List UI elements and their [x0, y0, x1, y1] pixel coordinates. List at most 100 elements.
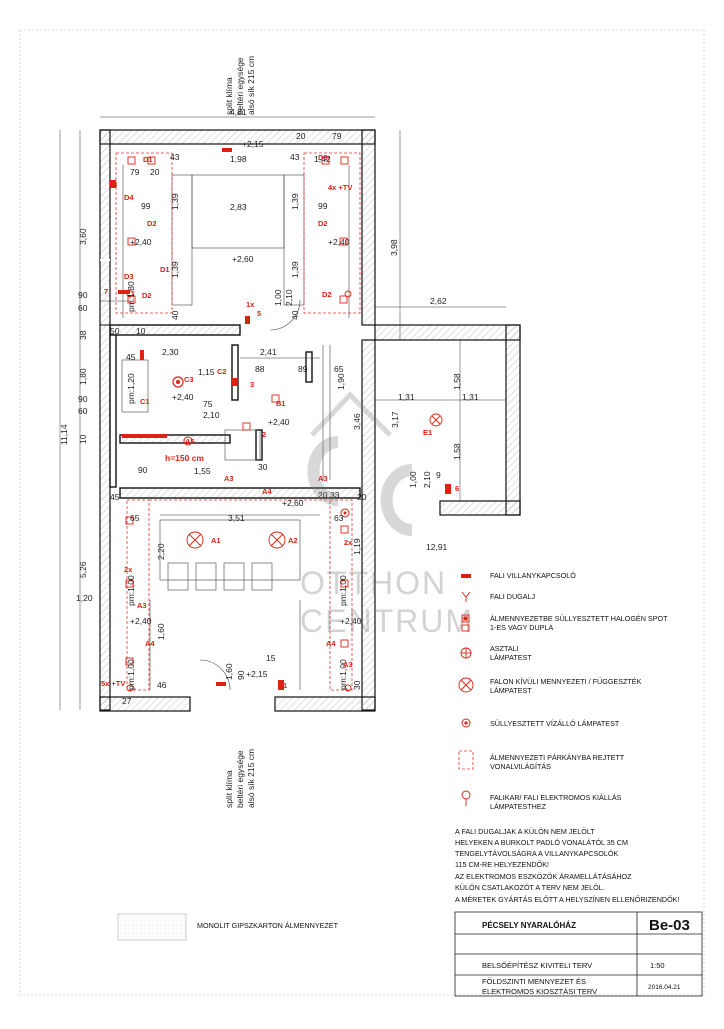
hatch-legend: MONOLIT GIPSZKARTON ÁLMENNYEZET — [117, 913, 339, 941]
svg-text:79: 79 — [130, 167, 140, 177]
svg-text:B1: B1 — [276, 399, 286, 408]
svg-text:split klíma: split klíma — [224, 77, 234, 115]
svg-text:20: 20 — [150, 167, 160, 177]
svg-text:alsó sík 215 cm: alsó sík 215 cm — [246, 749, 256, 808]
svg-text:15: 15 — [266, 653, 276, 663]
svg-text:43: 43 — [170, 152, 180, 162]
general-notes: A FALI DUGALJAK A KÜLÖN NEM JELÖLT HELYE… — [455, 827, 679, 904]
svg-text:beltéri egysége: beltéri egysége — [235, 750, 245, 808]
pendant-lamp-icon — [458, 677, 474, 693]
svg-text:+2,40: +2,40 — [340, 616, 362, 626]
svg-text:20: 20 — [296, 131, 306, 141]
svg-text:99: 99 — [141, 201, 151, 211]
svg-text:1x: 1x — [246, 300, 255, 309]
watermark-logo: OTTHON CENTRUM — [300, 391, 474, 639]
svg-text:C1: C1 — [140, 397, 150, 406]
svg-text:90: 90 — [78, 290, 88, 300]
legend-icons — [458, 574, 474, 806]
svg-text:1,39: 1,39 — [290, 193, 300, 210]
svg-text:A FALI DUGALJAK A KÜLÖN NEM JE: A FALI DUGALJAK A KÜLÖN NEM JELÖLT — [455, 827, 595, 836]
svg-text:D2: D2 — [142, 291, 152, 300]
svg-text:50: 50 — [110, 326, 120, 336]
svg-text:6: 6 — [455, 484, 459, 493]
svg-text:AZ ELEKTROMOS ESZKÖZÖK ÁRAMELL: AZ ELEKTROMOS ESZKÖZÖK ÁRAMELLÁTÁSÁHOZ — [455, 872, 632, 881]
svg-text:D3: D3 — [318, 153, 328, 162]
svg-text:11,14: 11,14 — [59, 424, 69, 445]
svg-text:3,60: 3,60 — [78, 228, 88, 245]
svg-text:h=150 cm: h=150 cm — [165, 453, 204, 463]
svg-text:ELEKTROMOS KIOSZTÁSI TERV: ELEKTROMOS KIOSZTÁSI TERV — [482, 987, 597, 996]
svg-text:A3: A3 — [137, 601, 147, 610]
electrical-symbols — [110, 148, 451, 692]
sheet-border — [19, 29, 705, 996]
ceiling-heights: +2,15 +2,60 +2,40 +2,40 +2,40 +2,40 +2,6… — [130, 139, 362, 679]
ac-unit-top-label: split klíma beltéri egysége alsó sík 215… — [224, 56, 256, 115]
svg-text:1,39: 1,39 — [170, 193, 180, 210]
cove-lights — [115, 152, 361, 691]
svg-text:+2,60: +2,60 — [282, 498, 304, 508]
svg-text:9: 9 — [436, 470, 441, 480]
svg-text:HELYEKEN A BURKOLT PADLÓ VONAL: HELYEKEN A BURKOLT PADLÓ VONALÁTÓL 35 CM — [455, 838, 628, 847]
svg-text:2x: 2x — [124, 565, 133, 574]
svg-text:A4: A4 — [326, 639, 336, 648]
svg-text:2,20: 2,20 — [156, 543, 166, 560]
svg-text:2016.04.21: 2016.04.21 — [648, 984, 681, 991]
svg-text:75: 75 — [203, 399, 213, 409]
svg-text:D2: D2 — [322, 290, 332, 299]
svg-text:C3: C3 — [184, 375, 194, 384]
svg-text:D1: D1 — [143, 155, 153, 164]
svg-text:3: 3 — [250, 380, 254, 389]
svg-text:45: 45 — [126, 352, 136, 362]
svg-text:5: 5 — [257, 309, 261, 318]
waterproof-lamp-icon — [461, 718, 471, 728]
svg-text:99: 99 — [318, 201, 328, 211]
svg-text:88: 88 — [255, 364, 265, 374]
svg-text:C2: C2 — [217, 367, 227, 376]
svg-text:2,41: 2,41 — [260, 347, 277, 357]
svg-text:D2: D2 — [147, 219, 157, 228]
outer-walls — [99, 129, 521, 712]
svg-text:115 CM-RE HELYEZENDŐK!: 115 CM-RE HELYEZENDŐK! — [455, 860, 549, 869]
svg-text:D4: D4 — [124, 193, 134, 202]
svg-text:D3: D3 — [124, 272, 134, 281]
svg-text:79: 79 — [332, 131, 342, 141]
svg-text:B: B — [112, 180, 118, 189]
svg-text:CENTRUM: CENTRUM — [300, 603, 474, 639]
svg-text:FALI VILLANYKAPCSOLÓ: FALI VILLANYKAPCSOLÓ — [490, 571, 576, 580]
svg-text:OTTHON: OTTHON — [300, 565, 447, 601]
svg-text:MONOLIT GIPSZKARTON ÁLMENNYEZE: MONOLIT GIPSZKARTON ÁLMENNYEZET — [197, 921, 339, 930]
svg-text:5x +TV: 5x +TV — [101, 679, 125, 688]
svg-text:1,60: 1,60 — [224, 663, 234, 680]
svg-text:1,31: 1,31 — [398, 392, 415, 402]
svg-text:TENGELYTÁVOLSÁGRA A VILLANYKAP: TENGELYTÁVOLSÁGRA A VILLANYKAPCSOLÓK — [455, 849, 618, 858]
svg-text:1,55: 1,55 — [194, 466, 211, 476]
svg-text:1,20: 1,20 — [76, 593, 93, 603]
svg-text:A3: A3 — [343, 660, 353, 669]
svg-text:1,60: 1,60 — [156, 623, 166, 640]
svg-text:12,91: 12,91 — [426, 542, 448, 552]
circuit-tags: D1 D2 D3 D4 D2 D1 D2 D3 D2 B 7 5 1x C1 C… — [101, 153, 459, 690]
svg-text:65: 65 — [334, 364, 344, 374]
svg-text:90: 90 — [236, 670, 246, 680]
svg-text:ÁLMENNYEZETBE SÜLLYESZTETT HAL: ÁLMENNYEZETBE SÜLLYESZTETT HALOGÉN SPOT1… — [490, 614, 668, 632]
svg-text:A4: A4 — [145, 639, 155, 648]
svg-text:4,81: 4,81 — [230, 107, 247, 117]
svg-text:20: 20 — [357, 492, 367, 502]
svg-text:1,58: 1,58 — [452, 373, 462, 390]
svg-text:A4: A4 — [262, 487, 272, 496]
svg-text:+2,40: +2,40 — [268, 417, 290, 427]
svg-text:+2,60: +2,60 — [232, 254, 254, 264]
svg-text:A MÉRETEK GYÁRTÁS ELŐTT A HEL: A MÉRETEK GYÁRTÁS ELŐTT A HELYSZÍNEN ELL… — [455, 895, 679, 904]
svg-text:pm:1,00: pm:1,00 — [126, 575, 136, 606]
svg-text:1,00: 1,00 — [408, 471, 418, 488]
svg-text:46: 46 — [157, 680, 167, 690]
svg-text:40: 40 — [290, 310, 300, 320]
svg-text:D2: D2 — [318, 219, 328, 228]
svg-text:FALIKAR/ FALI ELEKTROMOS KIÁLL: FALIKAR/ FALI ELEKTROMOS KIÁLLÁSLÁMPATES… — [490, 793, 622, 811]
svg-text:SÜLLYESZTETT VÍZÁLLÓ LÁMPATEST: SÜLLYESZTETT VÍZÁLLÓ LÁMPATEST — [490, 719, 620, 728]
svg-text:FALI DUGALJ: FALI DUGALJ — [490, 592, 536, 601]
svg-text:65: 65 — [130, 513, 140, 523]
